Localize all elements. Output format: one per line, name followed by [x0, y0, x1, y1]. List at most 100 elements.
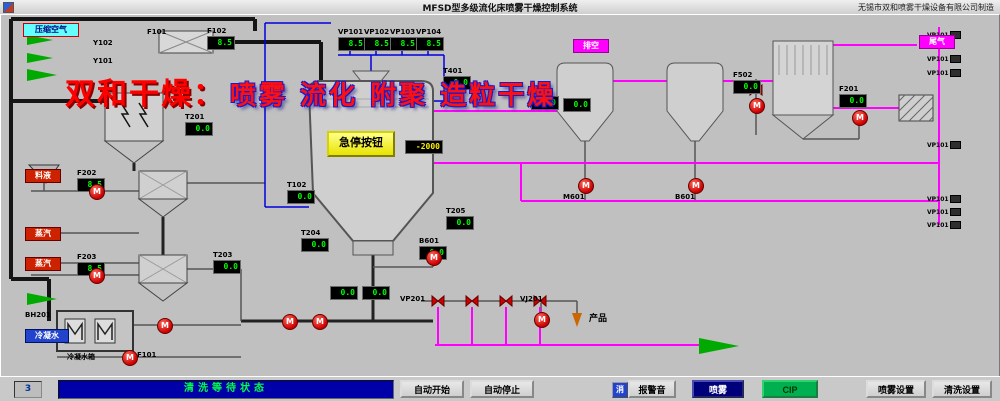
heat-exchanger-2 — [137, 254, 189, 302]
clean-settings-button[interactable]: 清洗设置 — [932, 380, 992, 398]
right-valve-1[interactable]: VP101 — [927, 55, 961, 63]
value-display: 8.5 — [207, 36, 235, 50]
source-label-5: 排空 — [573, 39, 609, 53]
spray-settings-button[interactable]: 喷雾设置 — [866, 380, 926, 398]
auto-start-button[interactable]: 自动开始 — [400, 380, 464, 398]
value-display: 0.0 — [733, 80, 761, 94]
label-8: BH201 — [25, 311, 51, 319]
tag-label: T205 — [446, 207, 466, 215]
drying-chamber — [307, 70, 434, 256]
right-valve-2[interactable]: VP101 — [927, 69, 961, 77]
pump-motor-11[interactable]: M — [852, 110, 868, 126]
label-10: F101 — [137, 351, 157, 359]
valve-tag: VP101 — [927, 195, 949, 203]
tag-label: T201 — [185, 113, 205, 121]
spray-button[interactable]: 喷雾 — [692, 380, 744, 398]
valve-icon — [949, 195, 961, 203]
valve-icon — [949, 221, 961, 229]
pump-motor-0[interactable]: M — [89, 184, 105, 200]
flow-arrow-3 — [27, 293, 57, 305]
company-name: 无锡市双和喷雾干燥设备有限公司制造 — [858, 2, 994, 12]
tag-label: F102 — [207, 27, 227, 35]
label-5: VP201 — [400, 295, 426, 303]
valve-tag: VP101 — [927, 208, 949, 216]
source-label-2: 蒸汽 — [25, 227, 61, 241]
pump-motor-6[interactable]: M — [426, 250, 442, 266]
source-label-4: 冷凝水 — [25, 329, 69, 343]
right-valve-6[interactable]: VP101 — [927, 221, 961, 229]
flow-arrow-2 — [27, 69, 57, 81]
heat-exchanger-1 — [137, 170, 189, 218]
tag-label: B601 — [419, 237, 439, 245]
source-label-6: 尾气 — [919, 35, 955, 49]
pump-motor-5[interactable]: M — [312, 314, 328, 330]
indicator-display-20: 0.0 — [362, 285, 390, 300]
valve-tag: VP101 — [927, 69, 949, 77]
indicator-display-18: -2000 — [405, 139, 443, 154]
pump-motor-4[interactable]: M — [282, 314, 298, 330]
right-valve-5[interactable]: VP101 — [927, 208, 961, 216]
page-title: MFSD型多级流化床喷雾干燥控制系统 — [422, 3, 578, 14]
app-icon — [3, 1, 14, 13]
right-bag-filter — [771, 40, 835, 140]
flow-arrow-1 — [27, 53, 53, 63]
emergency-stop-button[interactable]: 急停按钮 — [327, 131, 395, 157]
label-4: B601 — [675, 193, 695, 201]
valve-tag: VP101 — [927, 141, 949, 149]
tag-label: T102 — [287, 181, 307, 189]
pump-motor-8[interactable]: M — [578, 178, 594, 194]
value-display: -2000 — [405, 140, 443, 154]
label-6: VJ201 — [520, 295, 543, 303]
tag-label: F502 — [733, 71, 753, 79]
product-arrow — [572, 313, 582, 327]
value-display: 8.5 — [416, 37, 444, 51]
pump-motor-2[interactable]: M — [157, 318, 173, 334]
tag-label: F203 — [77, 253, 97, 261]
device-id-box: 3 — [14, 381, 42, 398]
cip-button[interactable]: CIP — [762, 380, 818, 398]
mute-icon[interactable]: 消 — [612, 382, 628, 398]
value-display: 8.5 — [338, 37, 366, 51]
value-display: 0.0 — [362, 286, 390, 300]
pump-motor-3[interactable]: M — [122, 350, 138, 366]
main-air-duct — [9, 17, 323, 321]
flow-arrow-4 — [699, 338, 739, 354]
pump-motor-10[interactable]: M — [749, 98, 765, 114]
value-display: 0.0 — [563, 98, 591, 112]
pump-motor-7[interactable]: M — [534, 312, 550, 328]
control-bar: 3 清洗等待状态 自动开始 自动停止 消 报警音 喷雾 CIP 喷雾设置 清洗设… — [0, 376, 1000, 401]
title-bar: MFSD型多级流化床喷雾干燥控制系统 无锡市双和喷雾干燥设备有限公司制造 — [0, 0, 1000, 15]
right-valve-4[interactable]: VP101 — [927, 195, 961, 203]
label-0: Y102 — [93, 39, 113, 47]
pump-motor-9[interactable]: M — [688, 178, 704, 194]
valve-tag: VP101 — [927, 55, 949, 63]
tag-label: T401 — [443, 67, 463, 75]
alarm-mute-button[interactable]: 报警音 — [628, 380, 676, 398]
tag-label: T203 — [213, 251, 233, 259]
right-valve-3[interactable]: VP101 — [927, 141, 961, 149]
value-display: 0.0 — [330, 286, 358, 300]
process-pipes — [31, 79, 860, 358]
tag-label: T204 — [301, 229, 321, 237]
flow-arrow-0 — [27, 35, 53, 45]
pump-motor-1[interactable]: M — [89, 268, 105, 284]
valve-icon — [949, 55, 961, 63]
auto-stop-button[interactable]: 自动停止 — [470, 380, 534, 398]
tag-label: F202 — [77, 169, 97, 177]
tag-label: VP103 — [390, 28, 416, 36]
value-display: 0.0 — [185, 122, 213, 136]
silencer-box — [898, 94, 934, 122]
label-7: 产品 — [589, 314, 608, 324]
tag-label: F201 — [839, 85, 859, 93]
